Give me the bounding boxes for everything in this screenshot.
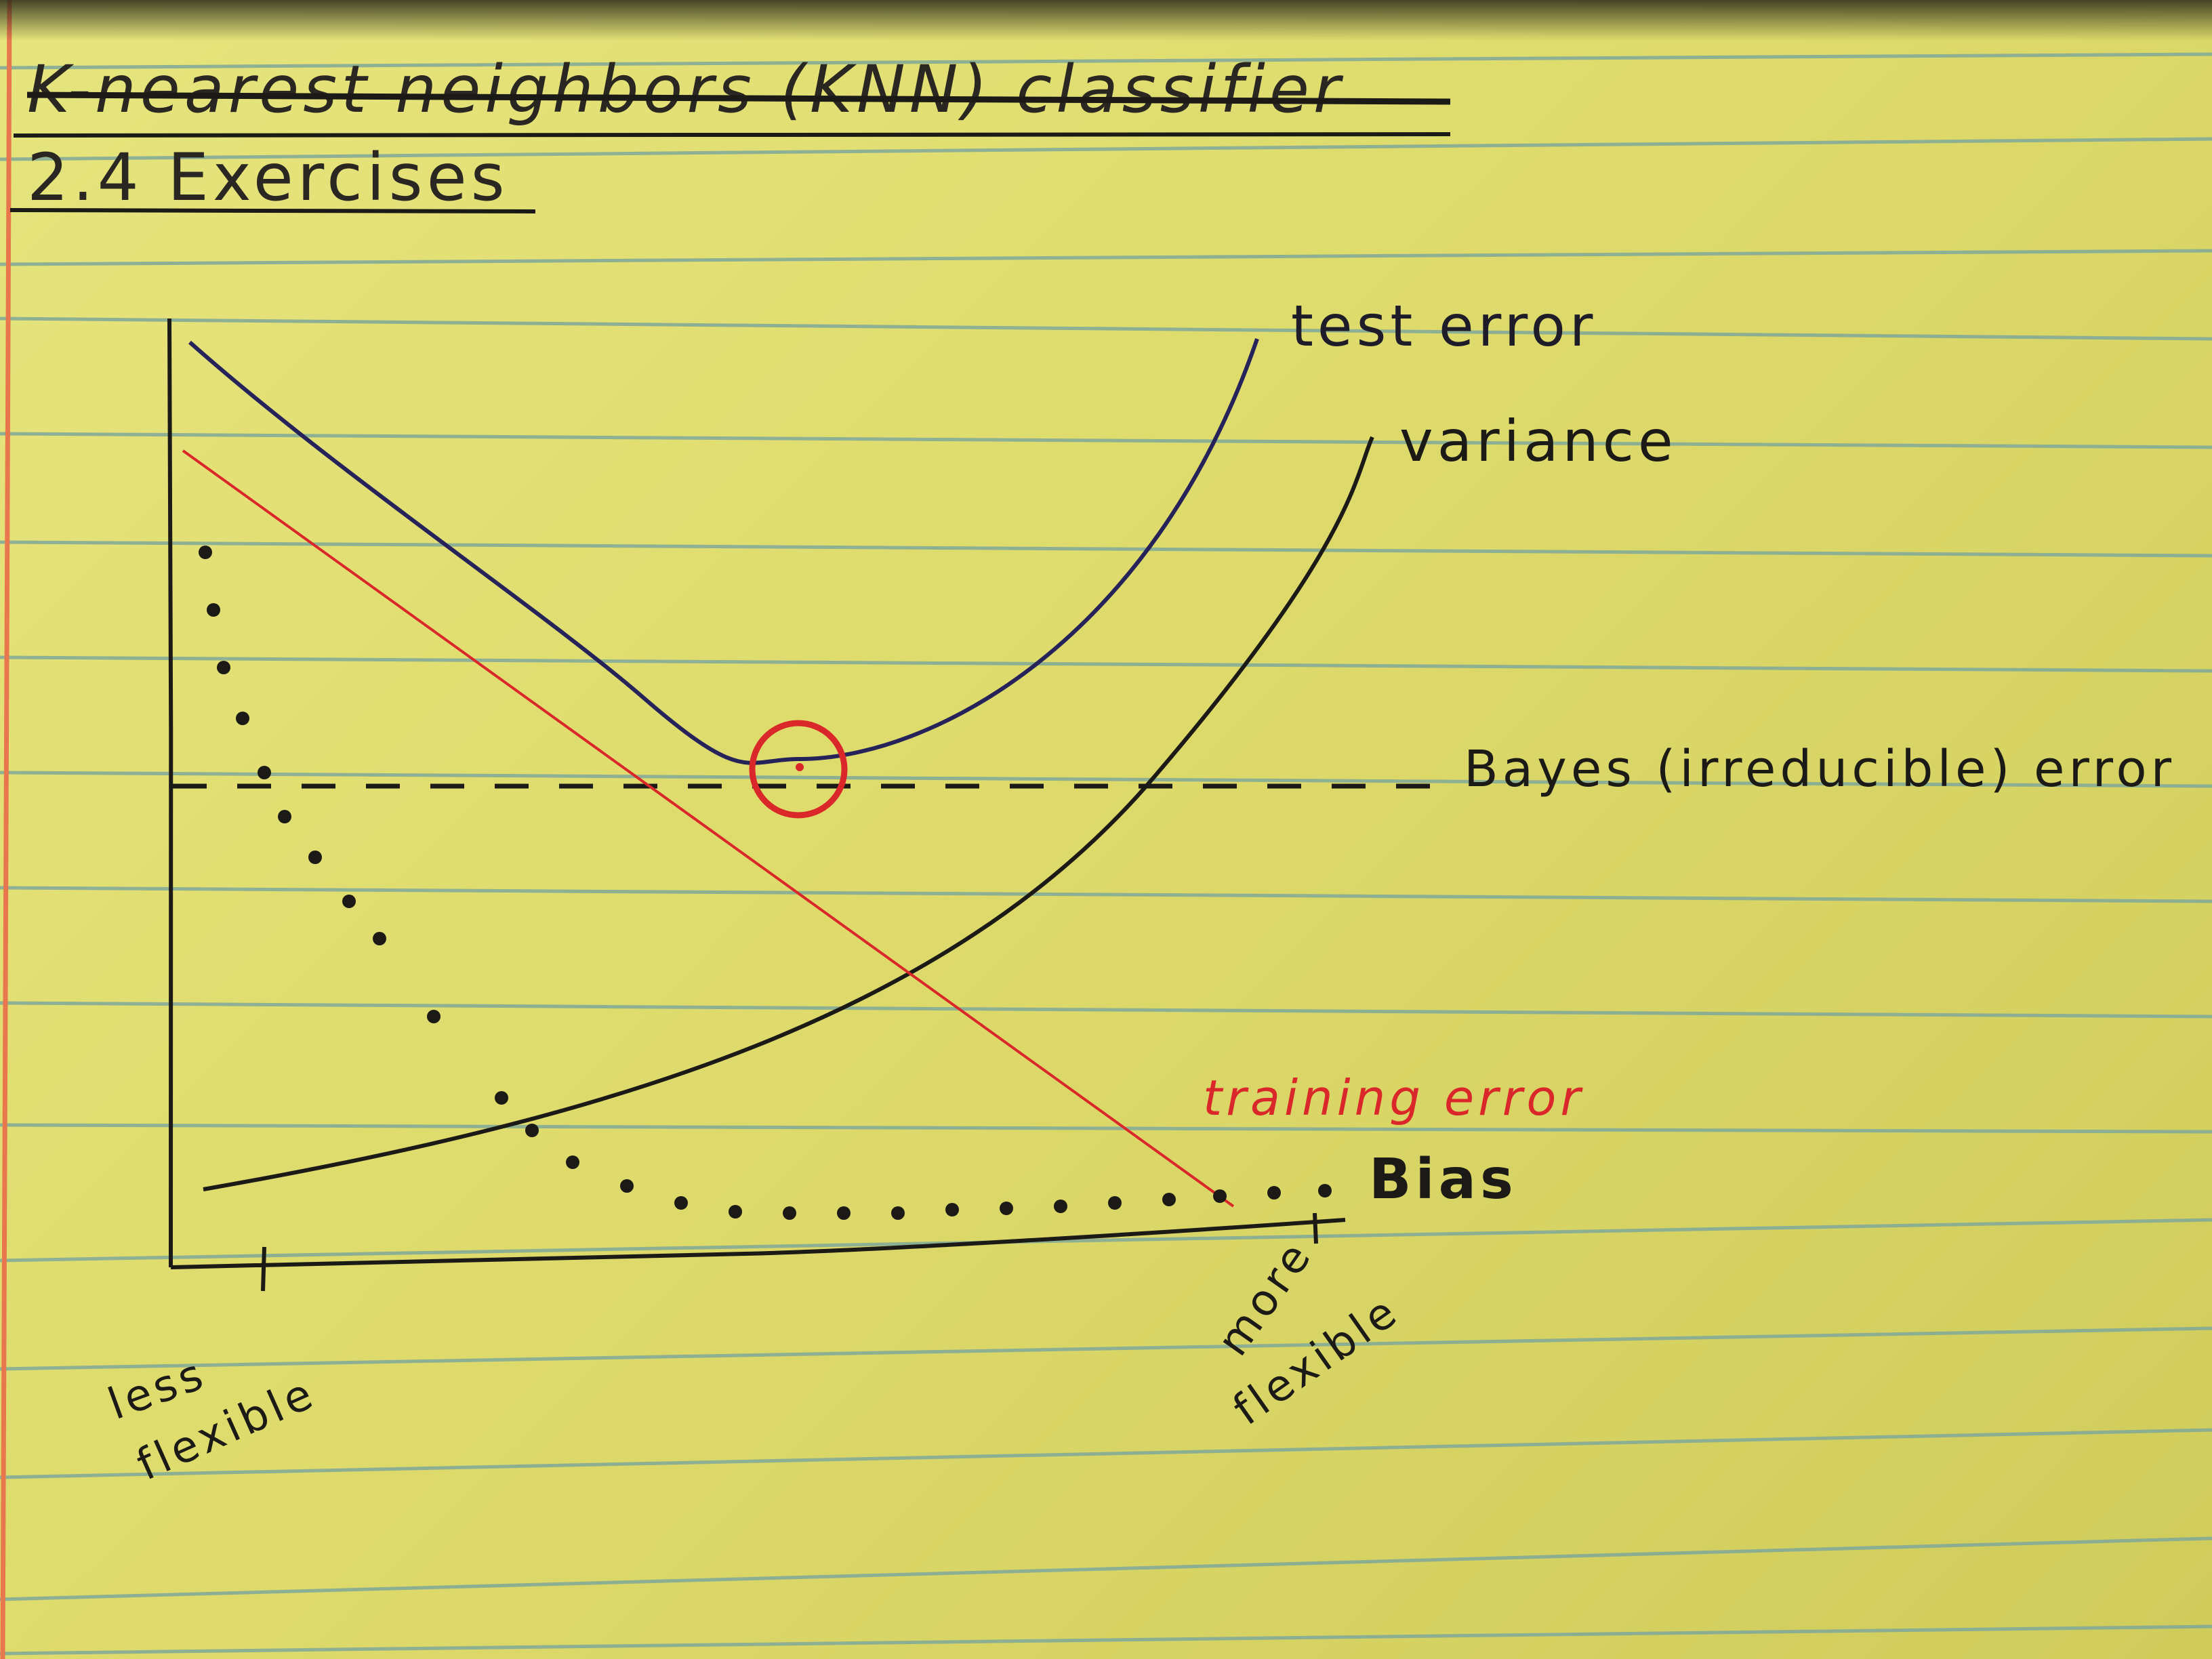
minimum-marker [749,720,848,819]
y-axis [167,318,173,1268]
rule-line [0,1326,2212,1371]
heading-underline [13,132,1451,138]
bias-dot [199,546,212,559]
bias-dot [427,1010,441,1023]
bias-dot [342,895,356,908]
rule-line [0,1536,2212,1601]
bias-dot [495,1091,508,1105]
rule-line [0,655,2212,673]
bias-dot [525,1124,539,1137]
bias-dot [217,661,230,674]
rule-line [0,886,2212,903]
rule-line [0,771,2212,788]
bias-dot [620,1179,634,1193]
bias-dot [236,712,249,725]
bias-dot [207,603,220,617]
rule-line [0,1001,2212,1019]
x-axis [170,1218,1346,1269]
bayes-error-label: Bayes (irreducible) error [1464,740,2175,798]
bias-dot [1054,1200,1067,1213]
bias-dot [566,1155,579,1169]
section-heading: 2.4 Exercises [27,140,509,216]
x-tick-less [261,1246,266,1292]
rule-line [0,1624,2212,1656]
rule-line [0,249,2212,266]
bias-dot [1000,1202,1013,1215]
bias-dot [1213,1189,1227,1203]
margin-line [0,0,12,1659]
x-tick-more [1313,1212,1318,1244]
bias-dot [1162,1193,1176,1206]
rule-line [0,432,2212,449]
bias-dot [783,1206,796,1220]
strike-through-line [26,91,1451,105]
bias-dot [729,1205,742,1218]
bias-curve [199,546,1332,1220]
bias-dot [1108,1196,1122,1210]
test-error-label: test error [1291,293,1597,359]
bias-dot [373,932,386,945]
rule-line [0,52,2212,70]
minimum-dot [796,763,804,771]
bias-label: Bias [1369,1147,1517,1212]
variance-curve [203,436,1374,1191]
rule-line [0,137,2212,161]
bias-dot [278,810,291,823]
struck-heading: K-nearest neighbors (KNN) classifier [27,52,1344,127]
rule-line [0,316,2212,341]
training-error-label: training error [1203,1069,1584,1126]
test-error-curve [188,338,1259,765]
rule-line [0,540,2212,558]
bias-dot [1267,1186,1281,1200]
section-underline [9,208,536,213]
bias-dot [674,1196,688,1210]
bias-dot [945,1203,959,1216]
variance-label: variance [1399,408,1677,474]
minimum-circle [749,720,848,819]
training-error-line [182,449,1235,1208]
rule-line [0,1123,2212,1134]
ruled-lines [0,52,2212,1656]
rule-line [0,1218,2212,1263]
top-shadow [0,0,2212,41]
bias-dot [1318,1184,1332,1197]
rule-line [0,1428,2212,1479]
bias-dot [308,851,322,864]
bias-dot [258,766,271,779]
bias-dot [837,1206,851,1220]
bias-dot [891,1206,905,1220]
